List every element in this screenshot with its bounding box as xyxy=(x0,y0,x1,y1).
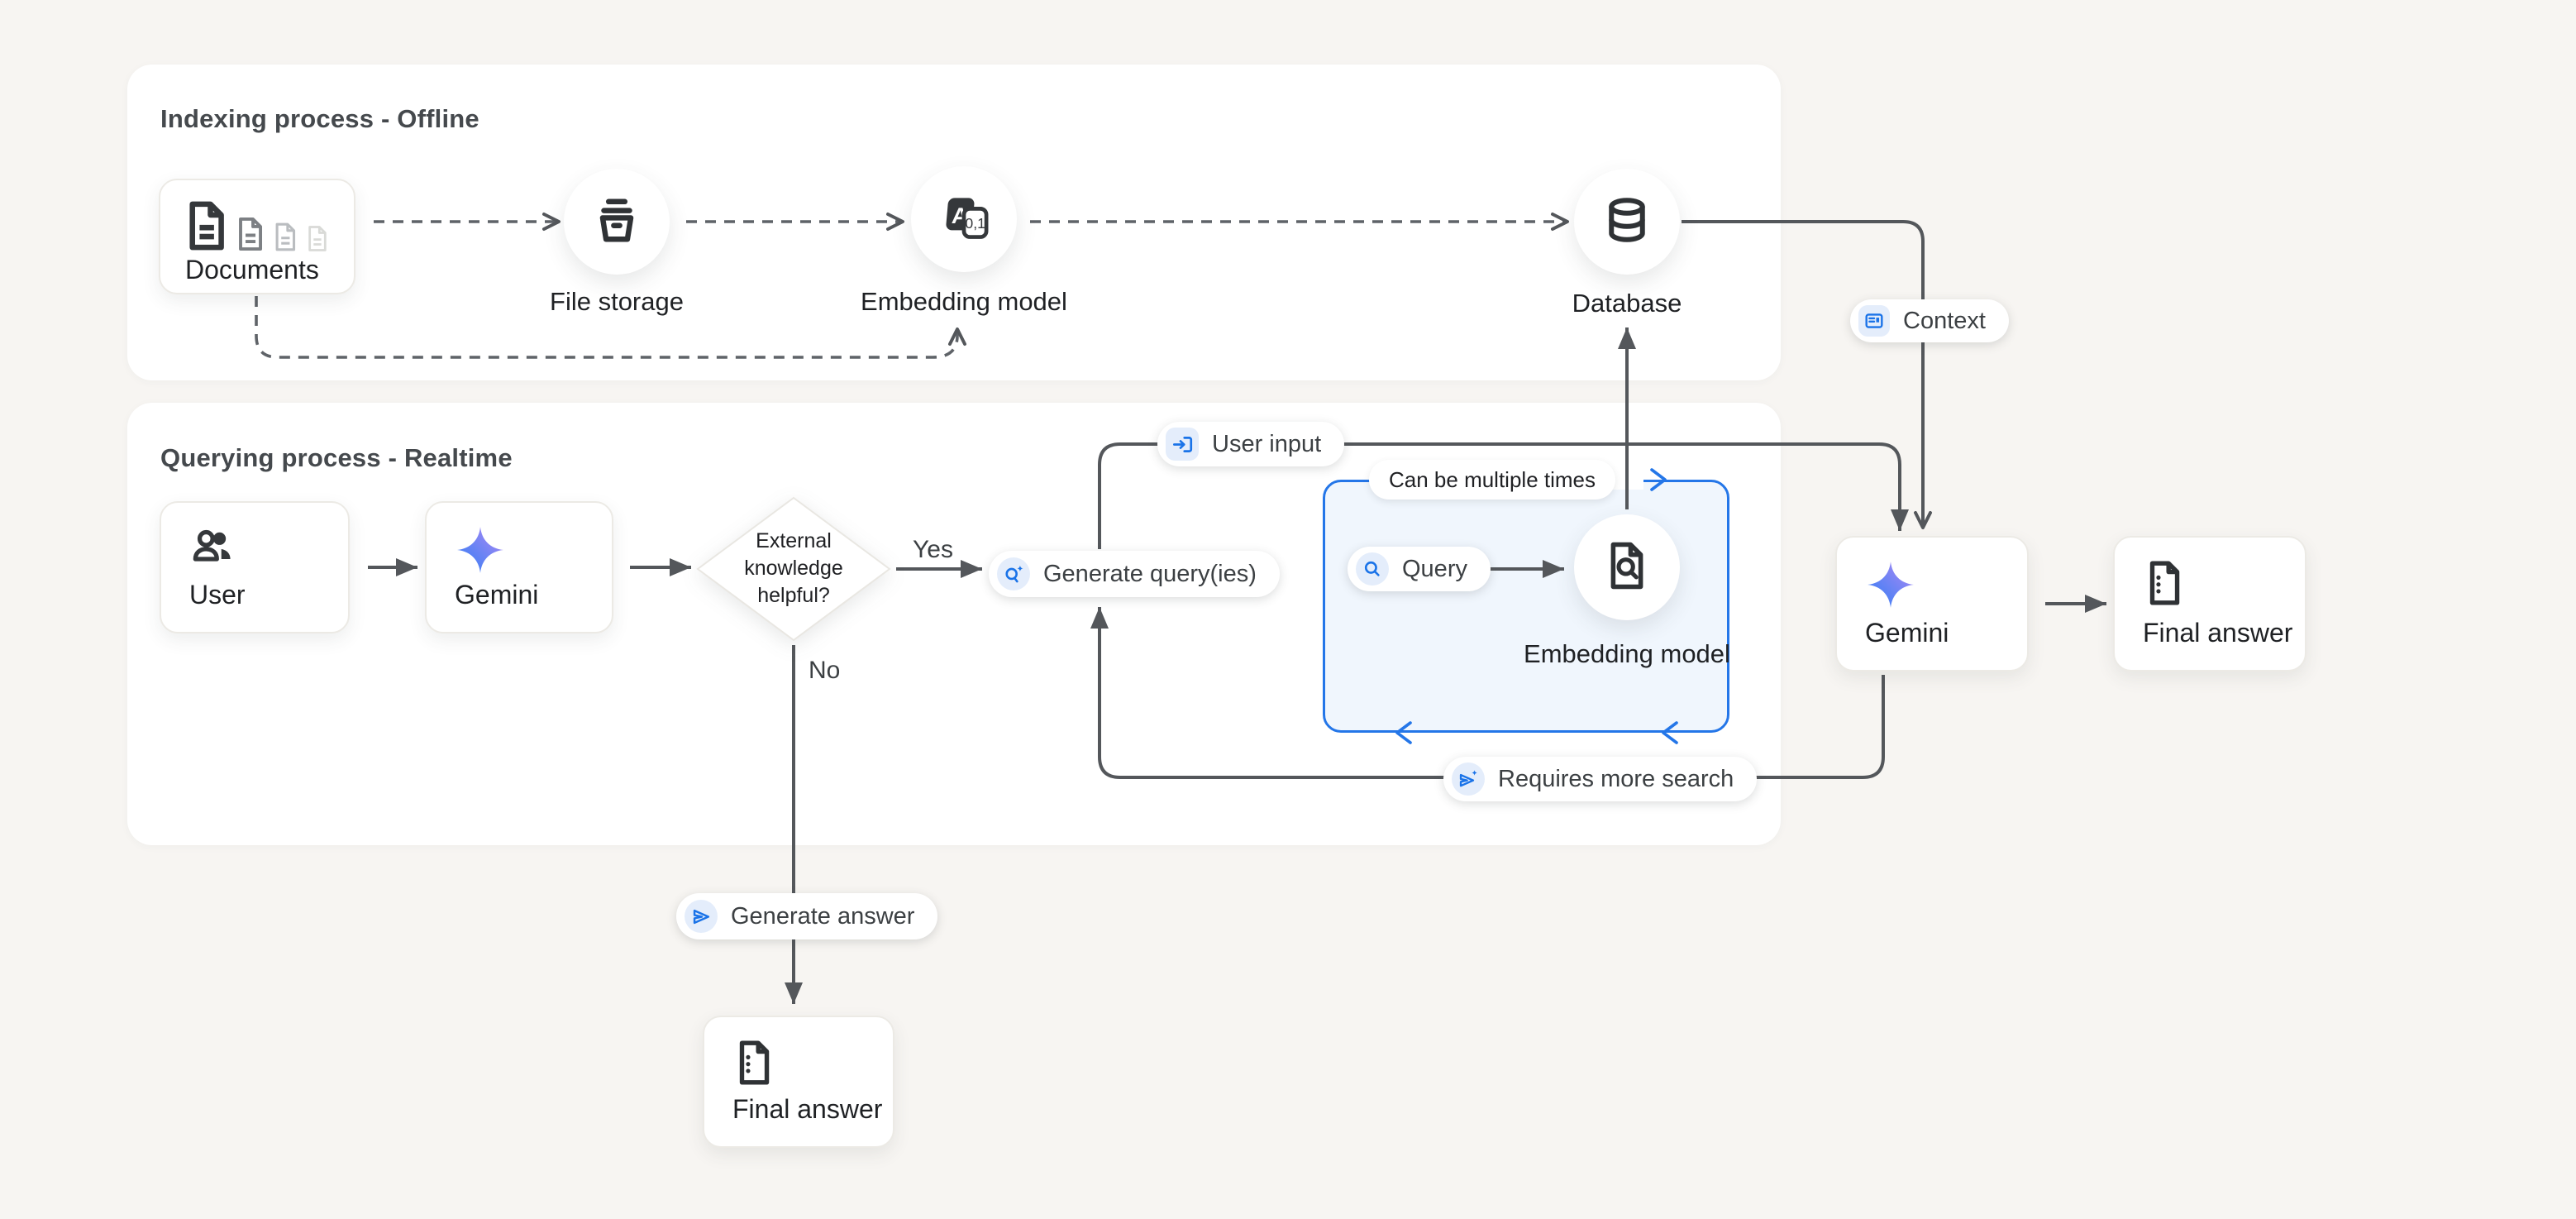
gemini-left-label: Gemini xyxy=(455,580,539,610)
final-answer-card-right: Final answer xyxy=(2113,536,2306,672)
query-chip: Query xyxy=(1348,547,1491,591)
final-answer-bottom-label: Final answer xyxy=(732,1094,883,1124)
doc-embedding-node xyxy=(1574,514,1680,620)
can-be-multiple-times-label: Can be multiple times xyxy=(1389,466,1596,492)
final-answer-doc-icon xyxy=(2143,559,2277,611)
final-answer-doc-icon xyxy=(732,1039,865,1091)
user-input-chip: User input xyxy=(1157,422,1345,466)
gemini-card-left: Gemini xyxy=(425,501,613,633)
embedding-model-node: A 0,1 xyxy=(911,166,1017,272)
file-storage-icon xyxy=(591,194,642,250)
gemini-right-label: Gemini xyxy=(1865,618,1949,648)
send-icon xyxy=(685,900,718,933)
input-icon xyxy=(1166,428,1199,461)
users-icon xyxy=(189,524,320,571)
documents-icon xyxy=(185,197,329,255)
generate-answer-chip: Generate answer xyxy=(676,893,938,939)
decision-line3: helpful? xyxy=(757,584,830,607)
generate-queries-chip: Generate query(ies) xyxy=(989,551,1280,597)
decision-line2: knowledge xyxy=(744,557,843,580)
final-answer-right-label: Final answer xyxy=(2143,618,2293,648)
embedding-model-icon: A 0,1 xyxy=(937,190,991,249)
database-label: Database xyxy=(1572,289,1682,318)
search-icon xyxy=(1356,552,1389,586)
file-storage-node xyxy=(564,169,670,275)
user-input-label: User input xyxy=(1212,430,1322,457)
query-label: Query xyxy=(1402,555,1467,582)
embedding-model-label: Embedding model xyxy=(861,287,1067,316)
gemini-star-icon xyxy=(455,524,584,580)
svg-text:0,1: 0,1 xyxy=(965,215,985,232)
article-icon xyxy=(1858,305,1890,337)
doc-search-icon xyxy=(1603,540,1651,595)
generate-answer-label: Generate answer xyxy=(731,902,915,930)
user-label: User xyxy=(189,580,246,610)
generate-queries-label: Generate query(ies) xyxy=(1043,560,1257,587)
context-chip: Context xyxy=(1850,299,2009,342)
database-icon xyxy=(1602,195,1652,249)
requires-more-search-label: Requires more search xyxy=(1498,765,1734,792)
gemini-star-icon xyxy=(1865,559,1999,614)
send-spark-icon xyxy=(1452,762,1485,796)
user-card: User xyxy=(160,501,350,633)
context-label: Context xyxy=(1903,307,1986,334)
documents-card: Documents xyxy=(159,179,355,294)
decision-line1: External xyxy=(756,529,832,552)
database-node xyxy=(1574,169,1680,275)
doc-embedding-label: Embedding model xyxy=(1524,639,1730,668)
file-storage-label: File storage xyxy=(550,287,684,316)
search-spark-icon xyxy=(997,557,1030,590)
indexing-panel-title: Indexing process - Offline xyxy=(160,104,479,133)
yes-edge-label: Yes xyxy=(913,536,953,563)
final-answer-card-bottom: Final answer xyxy=(703,1016,894,1148)
retrieval-loop-box xyxy=(1323,480,1729,733)
can-be-multiple-times-chip: Can be multiple times xyxy=(1369,460,1615,500)
no-edge-label: No xyxy=(809,657,841,684)
requires-more-search-chip: Requires more search xyxy=(1443,757,1758,801)
documents-label: Documents xyxy=(185,255,319,284)
decision-external-knowledge: External knowledge helpful? xyxy=(696,496,891,642)
querying-panel-title: Querying process - Realtime xyxy=(160,443,513,472)
gemini-card-right: Gemini xyxy=(1835,536,2029,672)
